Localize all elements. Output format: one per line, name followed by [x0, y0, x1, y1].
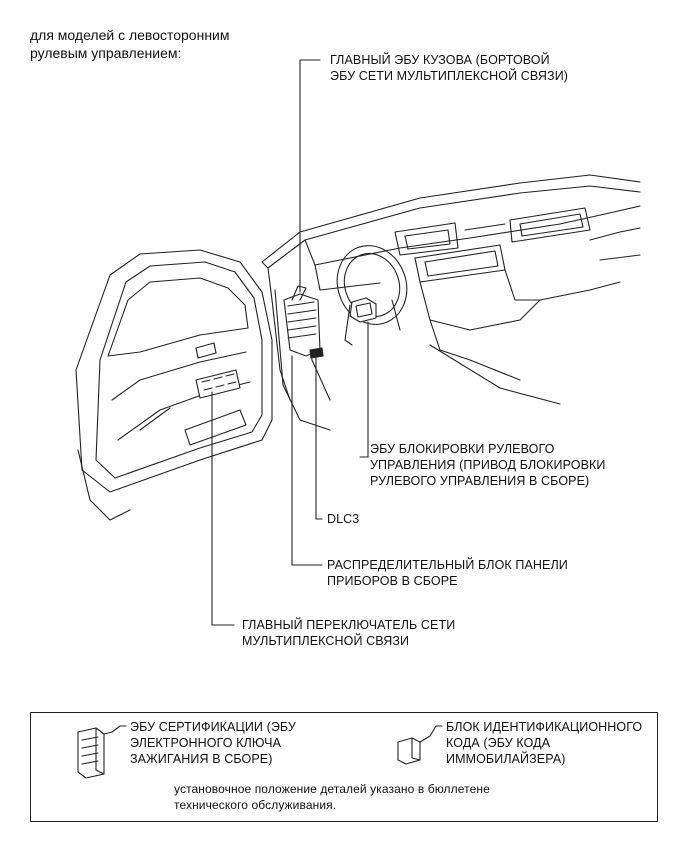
dashboard-drawing [261, 174, 641, 431]
label-transponder-key-ecu: БЛОК ИДЕНТИФИКАЦИОННОГО КОДА (ЭБУ КОДА И… [446, 720, 643, 766]
label-steering-lock-ecu: ЭБУ БЛОКИРОВКИ РУЛЕВОГО УПРАВЛЕНИЯ (ПРИВ… [370, 442, 606, 488]
legend-icons [77, 725, 443, 779]
label-main-body-ecu: ГЛАВНЫЙ ЭБУ КУЗОВА (БОРТОВОЙ ЭБУ СЕТИ МУ… [330, 53, 569, 83]
label-certification-ecu: ЭБУ СЕРТИФИКАЦИИ (ЭБУ ЭЛЕКТРОННОГО КЛЮЧА… [130, 720, 296, 766]
leader-lines [211, 59, 369, 626]
label-dlc3: DLC3 [327, 512, 360, 526]
label-multiplex-master-switch: ГЛАВНЫЙ ПЕРЕКЛЮЧАТЕЛЬ СЕТИ МУЛЬТИПЛЕКСНО… [242, 618, 456, 648]
label-instrument-panel-junction-block: РАСПРЕДЕЛИТЕЛЬНЫЙ БЛОК ПАНЕЛИ ПРИБОРОВ В… [327, 558, 568, 588]
legend-box [30, 712, 658, 822]
page-heading: для моделей с левосторонним рулевым упра… [30, 27, 230, 61]
door-drawing [75, 249, 273, 521]
legend-note: установочное положение деталей указано в… [174, 782, 490, 812]
